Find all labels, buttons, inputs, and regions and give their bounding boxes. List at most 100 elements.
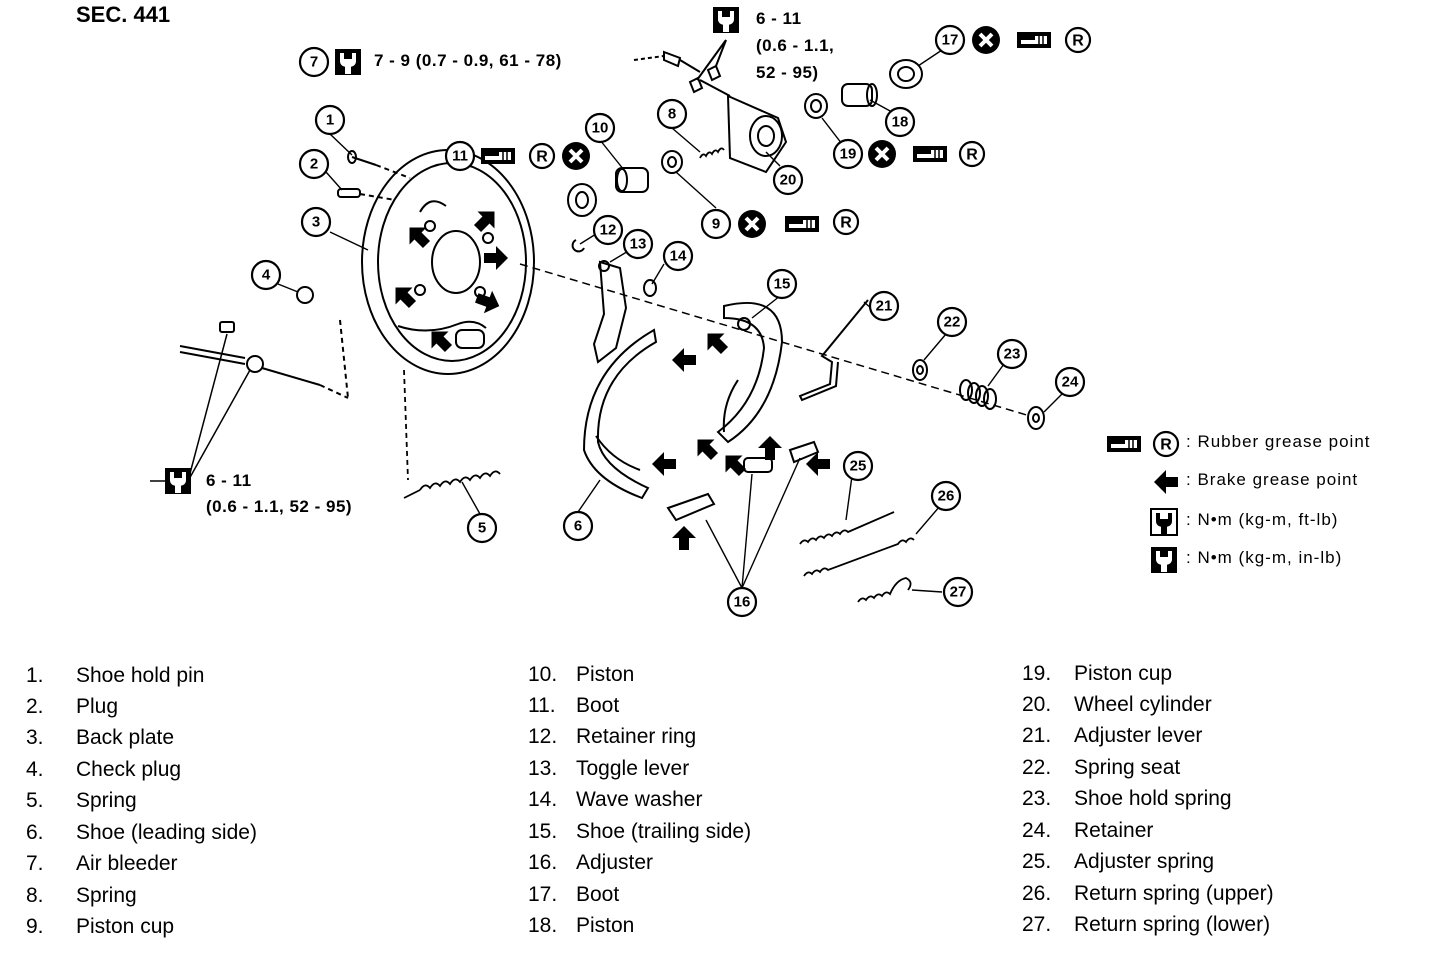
svg-text:9: 9 bbox=[712, 216, 720, 233]
callout-22: 22 bbox=[936, 306, 968, 338]
air-bleeder bbox=[633, 50, 701, 73]
callout-27: 27 bbox=[942, 576, 974, 608]
brake-grease-arrows bbox=[387, 203, 830, 550]
assembly-line bbox=[519, 263, 1031, 417]
svg-text:16: 16 bbox=[734, 594, 751, 611]
callout-16: 16 bbox=[726, 586, 758, 618]
svg-text:14: 14 bbox=[670, 248, 687, 265]
callout-2: 2 bbox=[298, 148, 330, 180]
spring-8 bbox=[699, 147, 725, 159]
backplate-torque-line2: (0.6 - 1.1, 52 - 95) bbox=[206, 497, 353, 516]
svg-text:17: 17 bbox=[942, 32, 959, 49]
air-bleeder-torque: 7 - 9 (0.7 - 0.9, 61 - 78) bbox=[374, 51, 562, 70]
svg-text:21: 21 bbox=[876, 298, 893, 315]
callout-17: 17 bbox=[934, 24, 966, 56]
svg-text:18: 18 bbox=[892, 114, 909, 131]
callout-18: 18 bbox=[884, 106, 916, 138]
svg-text:25: 25 bbox=[850, 458, 867, 475]
piston-cup-19 bbox=[804, 93, 828, 119]
rubber-grease-icon bbox=[784, 215, 820, 233]
adjuster-spring bbox=[799, 511, 895, 545]
spring-seat bbox=[912, 359, 928, 381]
piston-18 bbox=[841, 83, 878, 107]
r-mark-icon bbox=[528, 142, 556, 170]
callout-11: 11 bbox=[444, 140, 476, 172]
rubber-grease-icon bbox=[480, 147, 516, 165]
svg-text:13: 13 bbox=[630, 236, 647, 253]
cylinder-torque-line2: (0.6 - 1.1, bbox=[756, 36, 835, 55]
r-mark-icon bbox=[958, 140, 986, 168]
callout-1: 1 bbox=[314, 104, 346, 136]
svg-text:3: 3 bbox=[312, 214, 320, 231]
callout-5: 5 bbox=[466, 512, 498, 544]
boot-17 bbox=[889, 59, 923, 89]
svg-text:7: 7 bbox=[310, 54, 318, 71]
svg-text:24: 24 bbox=[1062, 374, 1079, 391]
svg-text:20: 20 bbox=[780, 172, 797, 189]
callout-4: 4 bbox=[250, 259, 282, 291]
shoe-leading bbox=[582, 328, 658, 500]
wheel-cylinder-bolts bbox=[688, 39, 727, 94]
svg-text:6: 6 bbox=[574, 518, 582, 535]
callout-15: 15 bbox=[766, 268, 798, 300]
return-spring-upper bbox=[803, 537, 915, 577]
svg-text:2: 2 bbox=[310, 156, 318, 173]
retainer-ring bbox=[571, 239, 585, 253]
callout-7: 7 bbox=[298, 46, 330, 78]
replace-mark-icon bbox=[970, 24, 1002, 56]
r-mark-icon bbox=[832, 208, 860, 236]
svg-text:22: 22 bbox=[944, 314, 961, 331]
callout-25: 25 bbox=[842, 450, 874, 482]
boot-11 bbox=[567, 183, 597, 217]
callout-23: 23 bbox=[996, 338, 1028, 370]
callout-9: 9 bbox=[700, 208, 732, 240]
spring-5 bbox=[403, 369, 501, 499]
torque-inlb-icon bbox=[335, 49, 361, 75]
back-plate bbox=[361, 149, 535, 375]
piston-cup-9 bbox=[661, 150, 683, 174]
piston-10 bbox=[615, 167, 649, 193]
svg-text:1: 1 bbox=[326, 112, 334, 129]
callout-20: 20 bbox=[772, 164, 804, 196]
wave-washer bbox=[643, 279, 657, 297]
svg-text:23: 23 bbox=[1004, 346, 1021, 363]
svg-text:5: 5 bbox=[478, 520, 486, 537]
svg-text:8: 8 bbox=[668, 106, 676, 123]
backplate-torque-line1: 6 - 11 bbox=[206, 471, 252, 490]
callout-26: 26 bbox=[930, 480, 962, 512]
callout-14: 14 bbox=[662, 240, 694, 272]
legend-symbols bbox=[1106, 430, 1180, 573]
adjuster bbox=[666, 440, 820, 522]
svg-text:10: 10 bbox=[592, 120, 609, 137]
section-title: SEC. 441 bbox=[76, 2, 171, 27]
torque-inlb-icon bbox=[713, 7, 739, 33]
retainer bbox=[1027, 406, 1045, 430]
shoe-hold-pin bbox=[347, 150, 411, 179]
torque-inlb-icon bbox=[165, 468, 191, 494]
callout-3: 3 bbox=[300, 206, 332, 238]
svg-text:4: 4 bbox=[262, 267, 271, 284]
shoe-trailing bbox=[716, 301, 784, 444]
callout-24: 24 bbox=[1054, 366, 1086, 398]
check-plug bbox=[296, 286, 314, 304]
svg-text:11: 11 bbox=[452, 148, 468, 165]
callout-12: 12 bbox=[592, 214, 624, 246]
svg-text:19: 19 bbox=[840, 146, 857, 163]
replace-mark-icon bbox=[736, 208, 768, 240]
callout-10: 10 bbox=[584, 112, 616, 144]
callout-leaders bbox=[277, 45, 1065, 593]
adjuster-lever bbox=[798, 299, 869, 402]
callout-19: 19 bbox=[832, 138, 864, 170]
r-mark-icon bbox=[1064, 26, 1092, 54]
svg-text:15: 15 bbox=[774, 276, 791, 293]
return-spring-lower bbox=[857, 577, 912, 603]
plug bbox=[337, 188, 396, 201]
brake-line bbox=[179, 319, 349, 399]
shoe-hold-spring bbox=[959, 379, 997, 410]
svg-text:27: 27 bbox=[950, 584, 967, 601]
cylinder-torque-line1: 6 - 11 bbox=[756, 9, 802, 28]
rubber-grease-icon bbox=[912, 145, 948, 163]
rubber-grease-icon bbox=[1016, 31, 1052, 49]
replace-mark-icon bbox=[560, 140, 592, 172]
wheel-cylinder bbox=[699, 79, 788, 174]
